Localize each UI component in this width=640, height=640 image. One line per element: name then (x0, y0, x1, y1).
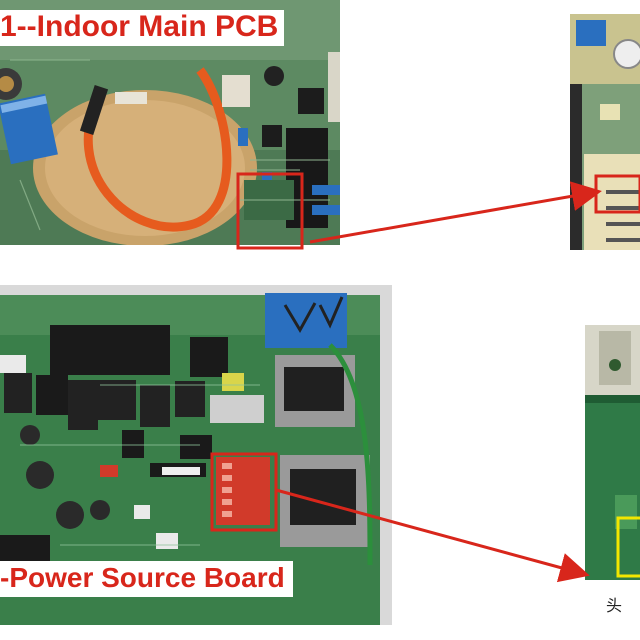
power-board-arrow (275, 488, 590, 583)
main-pcb-zoom-highlight-box (594, 174, 640, 214)
main-pcb-arrow (309, 181, 602, 244)
indoor-main-pcb-caption: 1--Indoor Main PCB (0, 10, 285, 46)
partial-caption-text: 头 (606, 596, 623, 615)
indoor-main-pcb-photo: 1--Indoor Main PCB (0, 0, 340, 245)
power-source-board-photo: -Power Source Board (0, 285, 392, 625)
power-source-board-caption: -Power Source Board (0, 561, 293, 597)
power-board-zoom-highlight-box (616, 516, 640, 578)
power-board-zoom-photo (585, 325, 640, 580)
power-board-highlight-box (210, 452, 278, 532)
main-pcb-highlight-box (236, 172, 304, 250)
